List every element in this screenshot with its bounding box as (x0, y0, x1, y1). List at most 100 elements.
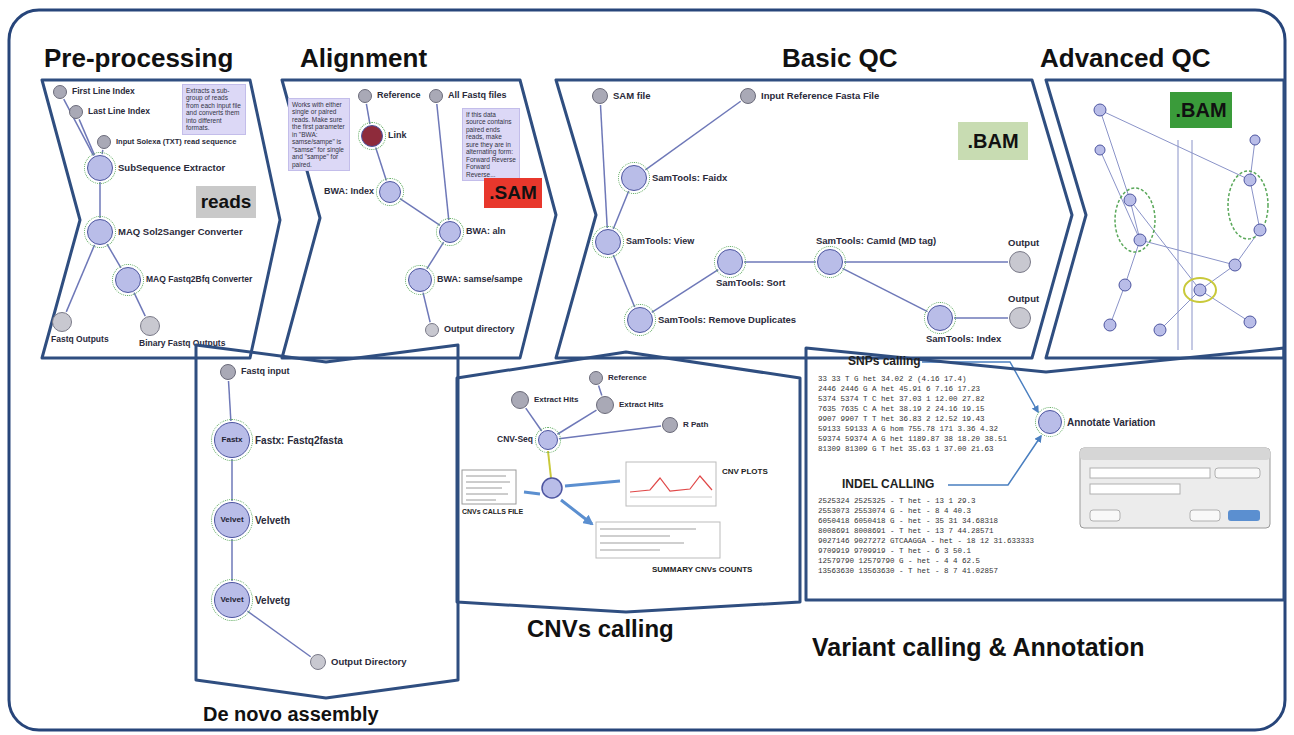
panel-title: Variant calling & Annotation (812, 634, 1144, 662)
table-row: 9709919 9709919 - T het - 6 3 50.1 (818, 547, 971, 555)
node-label: CNV-Seq (497, 435, 533, 444)
format-badge: .BAM (1170, 92, 1232, 128)
workflow-node: SamTools: View (595, 229, 621, 255)
caption: CNV PLOTS (722, 468, 768, 477)
node-label: BWA: samse/sampe (437, 275, 523, 285)
node-label: MAQ Fastq2Bfq Converter (146, 275, 252, 284)
node-label: SamTools: Index (926, 334, 1001, 344)
node-label: Reference (377, 91, 421, 101)
workflow-connector (134, 293, 145, 316)
note-text: If this data source contains paired ends… (466, 111, 516, 178)
workflow-node: Fastq Outputs (52, 312, 72, 332)
workflow-node: VelvetVelveth (214, 502, 250, 538)
node-label: SamTools: Remove Duplicates (658, 315, 796, 325)
chevron-shape (282, 80, 556, 358)
stage-panel: Pre-processingFirst Line IndexLast Line … (42, 80, 280, 358)
workflow-node: Output directory (425, 323, 439, 337)
workflow-node: Link (361, 125, 383, 147)
workflow-node: Fastq input (220, 364, 236, 380)
table-row: 59133 59133 A G hom 755.78 171 3.36 4.32 (818, 425, 998, 433)
workflow-node: BWA: Index (379, 181, 401, 203)
workflow-connector (423, 293, 430, 323)
panel-title: CNVs calling (527, 616, 674, 642)
chevron-shape (457, 352, 800, 612)
workflow-node: FastxFastx: Fastq2fasta (214, 422, 250, 458)
workflow-node: BWA: samse/sampe (408, 268, 432, 292)
workflow-node: Input Reference Fasta File (740, 88, 756, 104)
workflow-connector (437, 104, 449, 220)
workflow-connector (79, 119, 94, 155)
note-text: Works with either single or paired reads… (292, 101, 346, 168)
panel-title: De novo assembly (203, 703, 379, 725)
workflow-connector (744, 261, 816, 263)
workflow-node: MAQ Sol2Sanger Converter (87, 219, 113, 245)
workflow-connector (844, 261, 1008, 263)
workflow-node: Input Solexa (TXT) read sequence (97, 135, 111, 149)
node-label: Link (388, 131, 407, 141)
panel-title: Advanced QC (1040, 44, 1211, 73)
node-label: Annotate Variation (1067, 417, 1155, 428)
node-label: SamTools: CamId (MD tag) (816, 236, 936, 246)
node-label: Output (1008, 294, 1039, 304)
workflow-connector (652, 270, 718, 313)
advanced-qc-nodes (1094, 104, 1266, 336)
workflow-node: Reference (589, 371, 603, 385)
table-row: 13563630 13563630 - T het - 8 7 41.02857 (818, 567, 998, 575)
workflow-node: Output (1009, 307, 1031, 329)
badge-text: .BAM (967, 130, 1018, 153)
workflow-connector (229, 381, 231, 421)
icon-text: Velvet (215, 583, 249, 617)
workflow-connector (231, 539, 233, 581)
node-label: Fastq input (241, 367, 290, 377)
chevron-shape (806, 348, 1284, 600)
workflow-connector (559, 426, 661, 439)
node-label: Velveth (255, 515, 290, 526)
chevron-shape (196, 345, 458, 698)
workflow-connector (101, 150, 103, 154)
stage-panel: Advanced QC.BAM (1046, 80, 1284, 358)
node-label: First Line Index (72, 87, 135, 96)
workflow-node: BWA: aln (439, 221, 461, 243)
node-label: Last Line Index (88, 107, 150, 116)
chevron-shape (1046, 80, 1284, 358)
stage-panel: Basic QCSAM fileInput Reference Fasta Fi… (556, 80, 1072, 358)
node-label: Output directory (444, 325, 515, 335)
workflow-connector (526, 408, 542, 431)
chevron-shape (556, 80, 1072, 358)
section-heading: SNPs calling (848, 355, 921, 368)
workflow-node: Binary Fastq Outputs (140, 316, 160, 336)
node-label: SubSequence Extractor (118, 163, 225, 173)
table-row: 2446 2446 G A het 45.91 6 7.16 17.23 (818, 385, 980, 393)
workflow-node: VelvetVelvetg (214, 582, 250, 618)
table-row: 59374 59374 A G het 1189.87 38 18.20 38.… (818, 435, 1007, 443)
table-row: 8008691 8008691 - T het - 13 7 44.28571 (818, 527, 994, 535)
stage-panel: De novo assemblyFastq inputFastxFastx: F… (196, 345, 458, 698)
workflow-connector (600, 105, 607, 228)
workflow-connector (613, 255, 634, 307)
workflow-node: SubSequence Extractor (87, 155, 113, 181)
node-label: Fastx: Fastq2fasta (255, 435, 343, 446)
badge-text: reads (201, 191, 252, 213)
advanced-qc-network (1100, 110, 1268, 350)
workflow-node: SAM file (592, 88, 608, 104)
panel-title: Pre-processing (44, 44, 233, 73)
node-label: R Path (683, 421, 708, 430)
table-row: 2553073 2553074 G - het - 8 4 40.3 (818, 507, 971, 515)
node-label: SamTools: Sort (716, 278, 786, 288)
workflow-connector (613, 191, 628, 229)
icon-text: Fastx (215, 423, 249, 457)
workflow-node: Extract Hits (596, 396, 614, 414)
workflow-connector (376, 147, 387, 180)
workflow-connector (231, 459, 233, 501)
workflow-connector (427, 242, 444, 269)
table-row: 9027146 9027272 GTCAAGGA - het - 18 12 3… (818, 537, 1034, 545)
node-label: BWA: aln (466, 227, 506, 237)
panel-outline (1046, 80, 1284, 358)
panel-title: Alignment (300, 44, 427, 73)
workflow-node: R Path (662, 417, 678, 433)
panel-title: Basic QC (782, 44, 898, 73)
node-label: All Fastq files (448, 91, 507, 101)
caption: SUMMARY CNVs COUNTS (652, 566, 752, 575)
workflow-node: Output Directory (310, 654, 326, 670)
